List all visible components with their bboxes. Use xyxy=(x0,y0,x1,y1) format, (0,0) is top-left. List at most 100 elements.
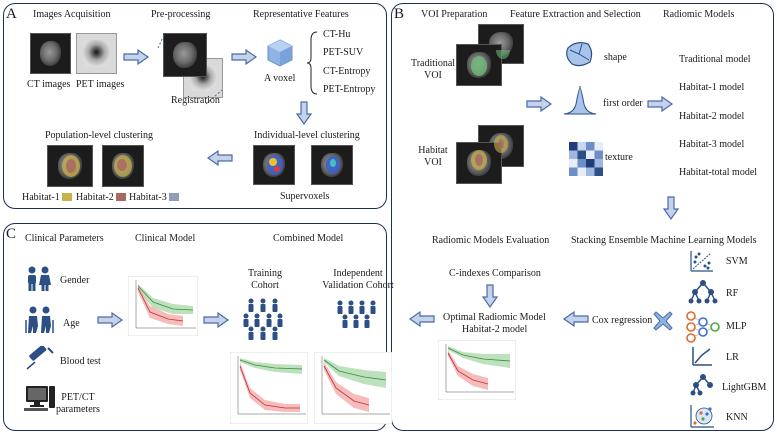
svm-scatter-icon xyxy=(690,251,713,272)
arrow-extraction-to-models xyxy=(647,96,673,112)
habitat-1-legend: Habitat-1 xyxy=(22,192,60,203)
evaluation-heading: Radiomic Models Evaluation xyxy=(432,235,550,246)
habitat-2-legend: Habitat-2 xyxy=(76,192,114,203)
arrow-b-to-c xyxy=(409,311,435,327)
panel-a-label: A xyxy=(6,6,17,22)
images-acquisition-heading: Images Acquisition xyxy=(33,9,111,20)
radiomic-models-heading: Radiomic Models xyxy=(663,9,735,20)
model-habitat-total: Habitat-total model xyxy=(679,167,758,178)
habitat-1-swatch xyxy=(62,193,72,201)
param-blood-test: Blood test xyxy=(60,356,101,367)
ct-images-label: CT images xyxy=(27,79,71,90)
knn-label: KNN xyxy=(726,412,748,423)
shape-icon xyxy=(566,42,593,67)
syringe-icon xyxy=(26,346,54,370)
feature-pet-suv: PET-SUV xyxy=(323,47,364,58)
preprocessing-heading: Pre-processing xyxy=(151,9,211,20)
arrow-features-to-clustering xyxy=(296,101,312,125)
registration-label: Registration xyxy=(171,95,220,106)
habitat-2-swatch xyxy=(116,193,126,201)
cindex-label: C-indexes Comparison xyxy=(449,268,541,279)
feature-pet-entropy: PET-Entropy xyxy=(323,84,376,95)
arrow-models-to-stacking xyxy=(663,196,679,220)
ct-image xyxy=(30,33,71,74)
random-forest-icon xyxy=(688,280,718,304)
feature-ct-entropy: CT-Entropy xyxy=(323,66,371,77)
clinical-model-heading: Clinical Model xyxy=(135,233,196,244)
optimal-km-thumbnail xyxy=(438,340,516,400)
training-cohort-label: Training Cohort xyxy=(247,268,283,291)
voxel-cube-icon xyxy=(267,39,293,67)
panel-a xyxy=(3,3,387,209)
traditional-voi-label: Traditional VOI xyxy=(410,58,456,81)
texture-label: texture xyxy=(605,152,633,163)
clinical-model-thumbnail xyxy=(128,276,198,336)
age-icon xyxy=(25,306,54,333)
supervoxel-overlay-1 xyxy=(267,155,283,175)
param-petct: PET/CT parameters xyxy=(56,392,100,415)
traditional-voi-overlay xyxy=(471,50,510,76)
feature-extraction-heading: Feature Extraction and Selection xyxy=(510,9,641,20)
registration-ct-image xyxy=(163,33,207,77)
panel-c-label: C xyxy=(6,226,17,242)
arrow-params-to-clinical xyxy=(97,312,123,328)
arrow-cox-to-optimal xyxy=(563,311,589,327)
cross-icon xyxy=(653,311,673,331)
texture-icon xyxy=(569,142,603,176)
habitat-3-swatch xyxy=(169,193,179,201)
feature-brace xyxy=(306,31,318,95)
lr-label: LR xyxy=(726,352,739,363)
supervoxels-label: Supervoxels xyxy=(280,191,330,202)
arrow-preproc-to-features xyxy=(231,49,257,65)
supervoxel-overlay-2 xyxy=(326,156,340,174)
model-habitat-3: Habitat-3 model xyxy=(679,139,745,150)
habitat-voi-overlay xyxy=(471,135,508,170)
registration-pet-image xyxy=(183,58,223,98)
computer-icon xyxy=(24,386,55,411)
clinical-parameters-heading: Clinical Parameters xyxy=(25,233,104,244)
registration-dashes xyxy=(157,34,223,105)
shape-label: shape xyxy=(604,52,627,63)
representative-features-heading: Representative Features xyxy=(253,9,349,20)
combined-model-heading: Combined Model xyxy=(273,233,344,244)
validation-crowd-icon xyxy=(337,300,376,328)
population-overlay-1 xyxy=(62,155,80,177)
population-overlay-2 xyxy=(114,155,132,177)
feature-ct-hu: CT-Hu xyxy=(323,29,351,40)
lightgbm-label: LightGBM xyxy=(722,382,767,393)
panel-b xyxy=(391,3,774,431)
training-km-thumbnail xyxy=(230,352,308,424)
individual-clustering-label: Individual-level clustering xyxy=(254,130,360,141)
validation-km-thumbnail xyxy=(314,352,392,424)
panel-b-label: B xyxy=(394,6,405,22)
optimal-model-sub: Habitat-2 model xyxy=(462,324,528,335)
stacking-heading: Stacking Ensemble Machine Learning Model… xyxy=(571,235,757,246)
arrow-clinical-to-combined xyxy=(203,312,229,328)
training-crowd-icon xyxy=(243,298,283,340)
model-habitat-1: Habitat-1 model xyxy=(679,82,745,93)
arrow-voi-to-extraction xyxy=(526,96,552,112)
rf-label: RF xyxy=(726,288,739,299)
mlp-label: MLP xyxy=(726,321,747,332)
pet-images-label: PET images xyxy=(76,79,125,90)
voi-preparation-heading: VOI Preparation xyxy=(421,9,488,20)
validation-cohort-label: Independent Validation Cohort xyxy=(322,268,394,291)
a-voxel-label: A voxel xyxy=(264,73,296,84)
param-gender: Gender xyxy=(60,275,90,286)
pet-image xyxy=(76,33,117,74)
neural-network-icon xyxy=(686,311,720,343)
arrow-individual-to-population xyxy=(207,150,233,166)
lightgbm-tree-icon xyxy=(690,374,713,396)
first-order-icon xyxy=(563,86,597,115)
param-age: Age xyxy=(63,318,80,329)
regression-icon xyxy=(692,347,712,366)
panel-c xyxy=(3,223,387,431)
first-order-label: first order xyxy=(603,98,643,109)
habitat-voi-label: Habitat VOI xyxy=(418,145,448,168)
population-clustering-label: Population-level clustering xyxy=(45,130,154,141)
habitat-3-legend: Habitat-3 xyxy=(129,192,167,203)
cox-regression-label: Cox regression xyxy=(592,315,653,326)
model-traditional: Traditional model xyxy=(679,54,751,65)
arrow-cindex-to-optimal xyxy=(482,284,498,308)
